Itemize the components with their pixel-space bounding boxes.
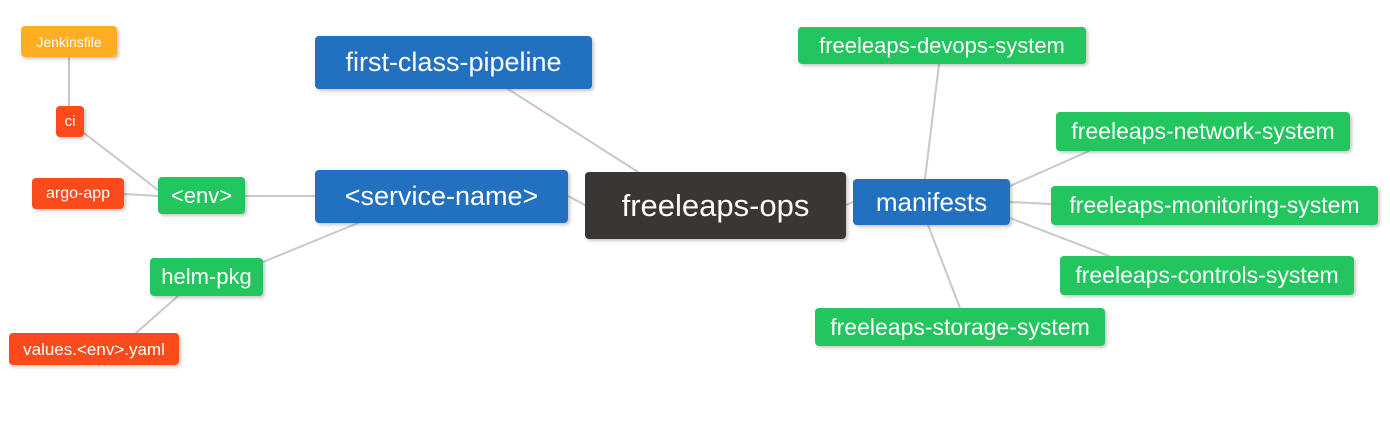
mindmap-node-freeleaps-ops[interactable]: freeleaps-ops (585, 172, 846, 239)
mindmap-node-ci[interactable]: ci (56, 106, 84, 137)
mindmap-node-values-env-yaml[interactable]: values.<env>.yaml (9, 333, 179, 365)
mindmap-node-freeleaps-devops-system[interactable]: freeleaps-devops-system (798, 27, 1086, 64)
mindmap-node-label: argo-app (45, 184, 111, 202)
edge-manifests-storage (927, 224, 961, 309)
mindmap-node-label: <service-name> (344, 181, 539, 211)
edge-manifests-devops (924, 63, 940, 180)
edge-ops-service-name (567, 195, 586, 206)
mindmap-node-label: freeleaps-network-system (1071, 118, 1335, 144)
mindmap-node-helm-pkg[interactable]: helm-pkg (150, 258, 263, 296)
edge-service-name-helm-pkg (262, 222, 359, 263)
mindmap-node-label: freeleaps-ops (621, 188, 810, 223)
mindmap-node-first-class-pipeline[interactable]: first-class-pipeline (315, 36, 592, 89)
edge-manifests-monitoring (1009, 201, 1052, 205)
mindmap-node-label: freeleaps-controls-system (1075, 262, 1339, 288)
mindmap-node-freeleaps-monitoring-system[interactable]: freeleaps-monitoring-system (1051, 186, 1378, 225)
edge-manifests-network (1009, 150, 1090, 187)
mindmap-node-env[interactable]: <env> (158, 177, 245, 214)
mindmap-node-label: values.<env>.yaml (23, 339, 165, 359)
edge-ops-first-class-pipeline (507, 88, 639, 173)
edge-env-argo-app (123, 193, 159, 197)
mindmap-node-label: freeleaps-devops-system (819, 32, 1065, 58)
edge-helm-pkg-values (135, 295, 179, 334)
mindmap-node-label: ci (64, 113, 76, 130)
mindmap-node-freeleaps-storage-system[interactable]: freeleaps-storage-system (815, 308, 1105, 346)
mindmap-node-jenkinsfile[interactable]: Jenkinsfile (21, 26, 117, 57)
mindmap-node-label: <env> (170, 182, 233, 208)
mindmap-node-label: helm-pkg (161, 264, 252, 289)
mindmap-node-argo-app[interactable]: argo-app (32, 178, 124, 209)
mindmap-node-label: first-class-pipeline (345, 47, 562, 77)
mindmap-node-label: freeleaps-monitoring-system (1069, 192, 1360, 218)
mindmap-node-label: manifests (875, 187, 988, 217)
edge-ops-manifests (845, 201, 854, 206)
mindmap-node-service-name[interactable]: <service-name> (315, 170, 568, 223)
mindmap-node-freeleaps-controls-system[interactable]: freeleaps-controls-system (1060, 256, 1354, 295)
mindmap-node-label: freeleaps-storage-system (830, 313, 1090, 340)
mindmap-node-manifests[interactable]: manifests (853, 179, 1010, 225)
mindmap-node-label: Jenkinsfile (36, 33, 102, 50)
mindmap-node-freeleaps-network-system[interactable]: freeleaps-network-system (1056, 112, 1350, 151)
